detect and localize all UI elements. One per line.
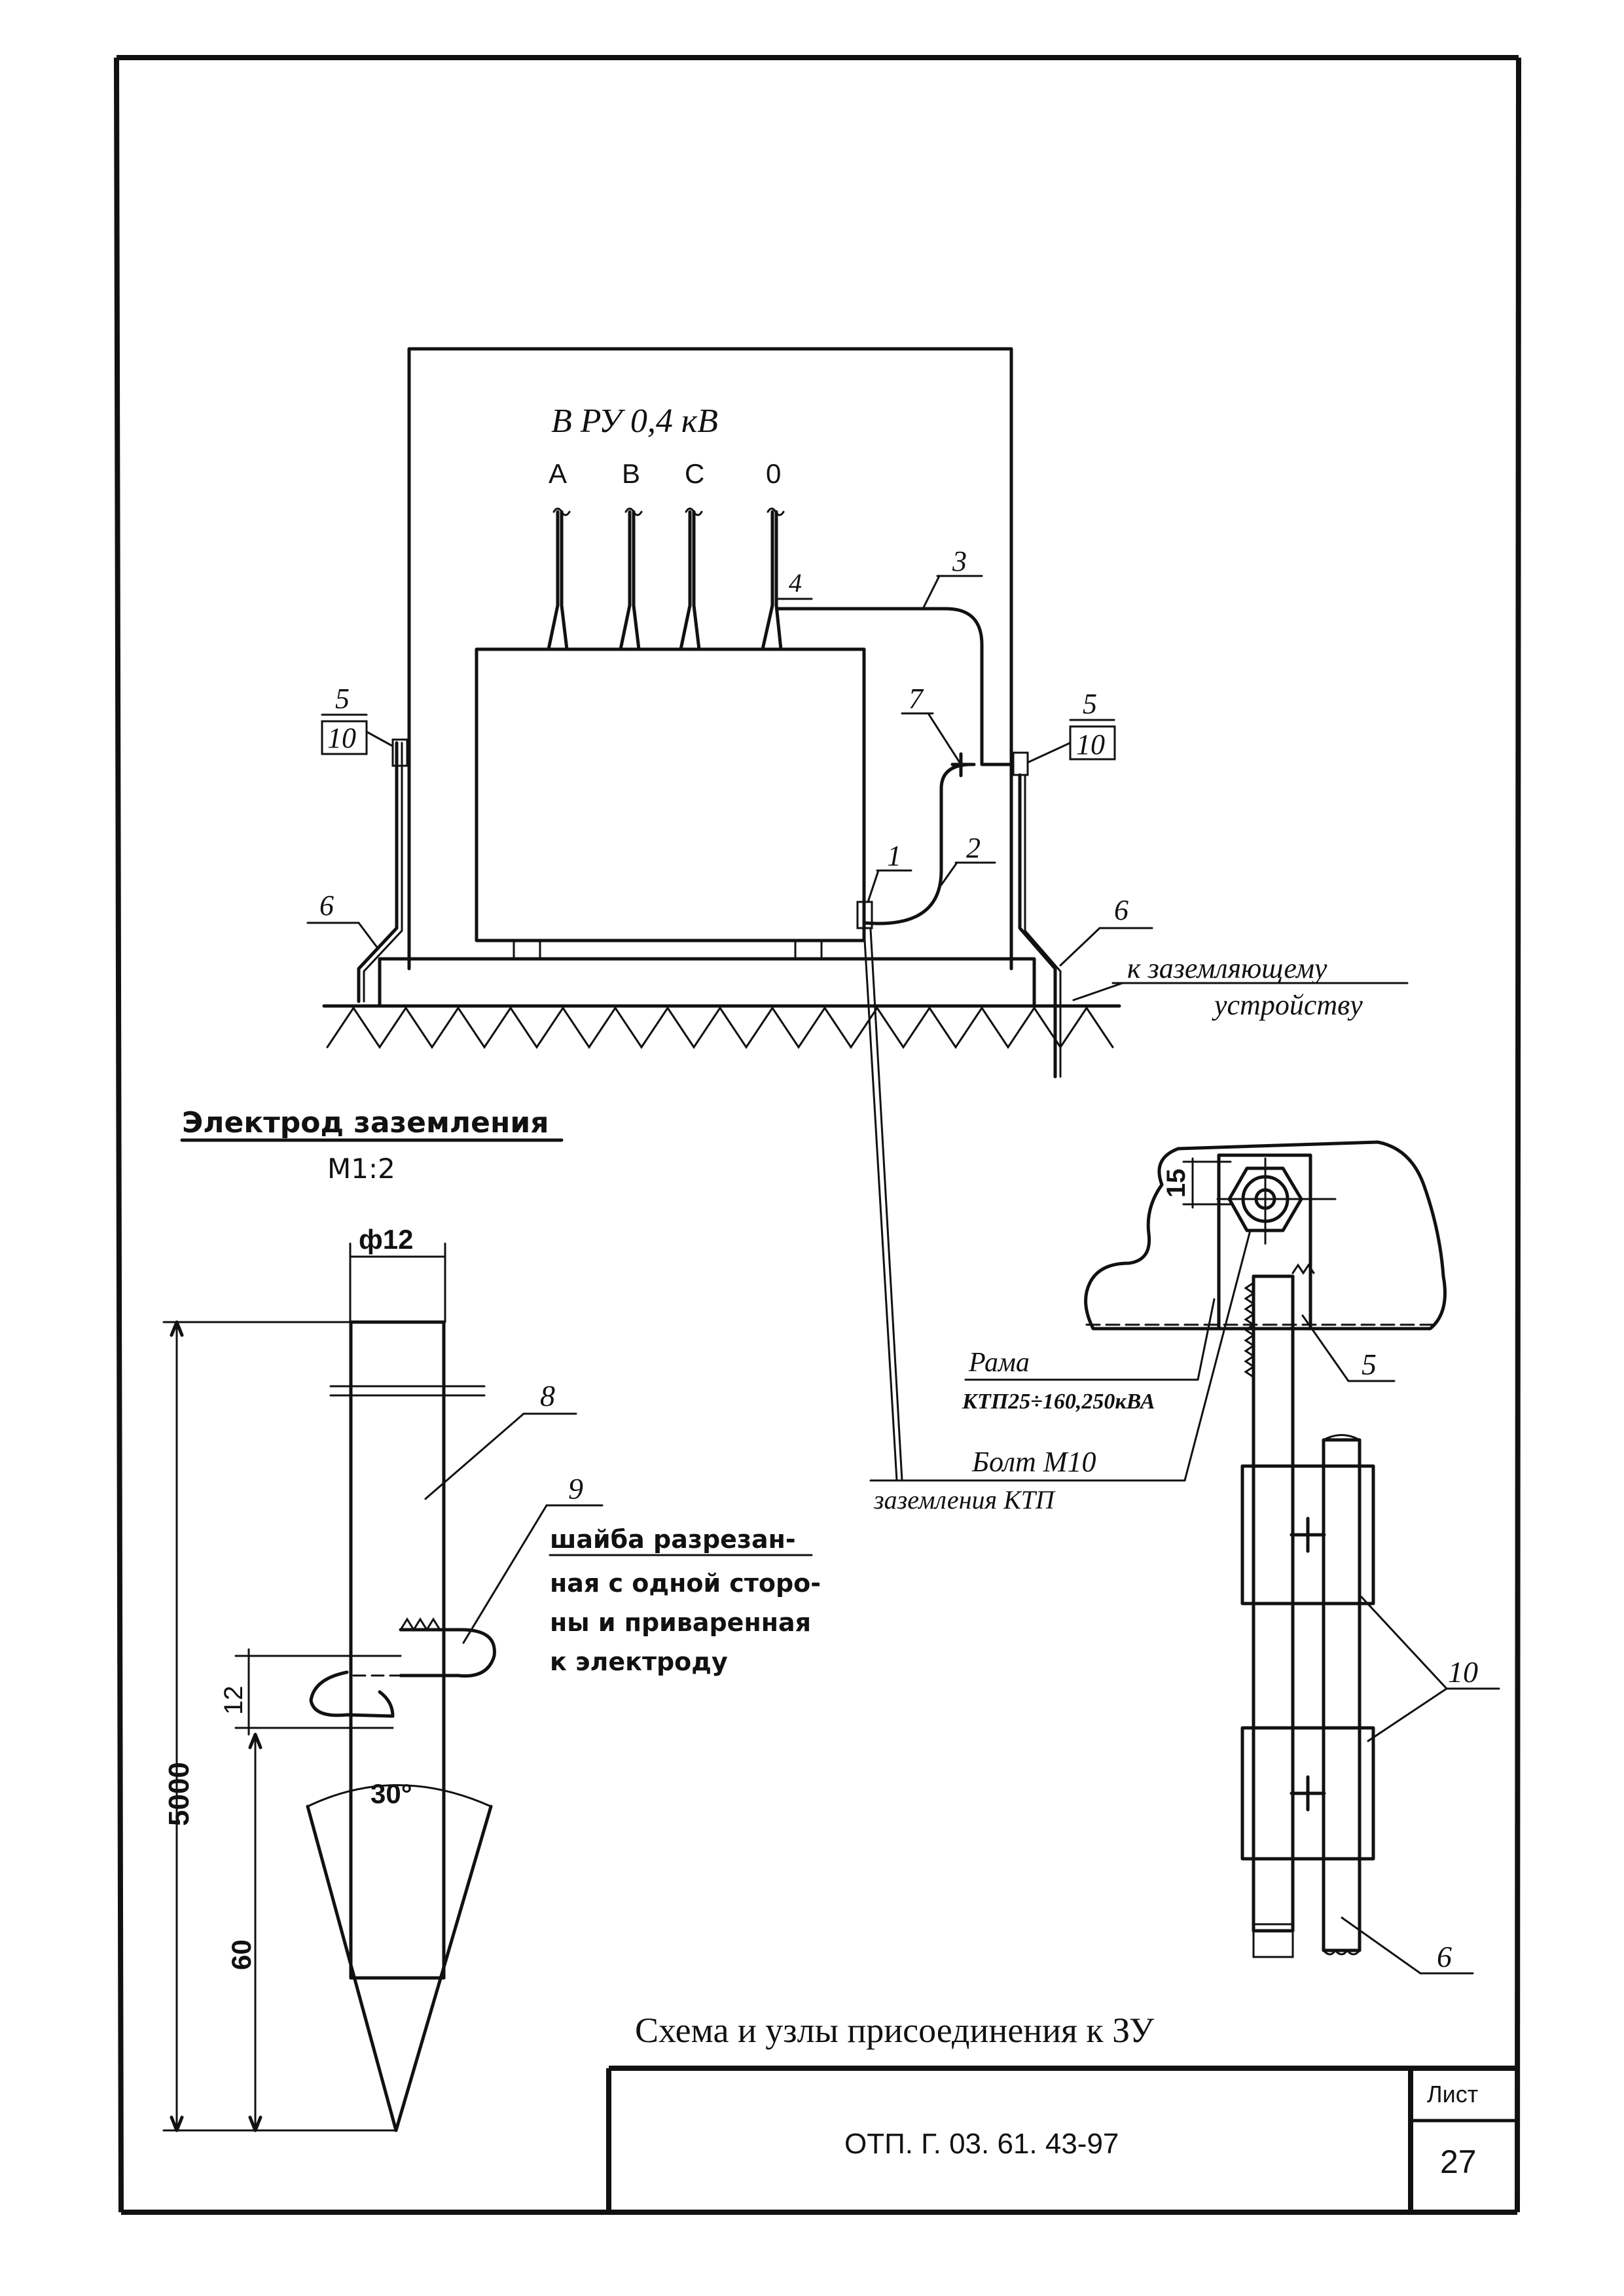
washer xyxy=(399,1628,496,1678)
callout-9: 9 xyxy=(462,1472,604,1644)
svg-text:заземления КТП: заземления КТП xyxy=(873,1485,1056,1515)
bushings xyxy=(547,507,785,651)
electrode-tip xyxy=(306,1804,493,2132)
sheet-label: Лист xyxy=(1427,2081,1478,2108)
transformer-foot-left xyxy=(513,939,541,960)
ground-plate xyxy=(1217,1153,1312,1331)
transformer-foot-right xyxy=(794,939,823,960)
washer-note: шайба разрезан- ная с одной сторо- ны и … xyxy=(549,1525,821,1676)
clamp-left xyxy=(391,738,408,767)
doc-code: ОТП. Г. 03. 61. 43-97 xyxy=(844,2128,1119,2160)
callout-3: 3 xyxy=(922,545,983,610)
callout-5-10-right: 5 10 xyxy=(1026,688,1116,764)
sheet-frame xyxy=(114,55,1521,2215)
svg-text:к электроду: к электроду xyxy=(550,1647,728,1676)
grounding-conductor-2 xyxy=(862,762,971,925)
ground-strip-left xyxy=(357,741,399,1003)
title-block: ОТП. Г. 03. 61. 43-97 Лист 27 xyxy=(606,2066,1519,2212)
detail-callout-10: 10 xyxy=(1360,1596,1500,1742)
phase-label-a: А xyxy=(549,458,567,489)
svg-text:шайба разрезан-: шайба разрезан- xyxy=(550,1525,796,1554)
electrode-scale: М1:2 xyxy=(327,1153,395,1185)
drawing-caption: Схема и узлы присоединения к ЗУ xyxy=(635,2011,1155,2050)
svg-text:8: 8 xyxy=(540,1379,555,1412)
electrode-drawing: Электрод заземления М1:2 ф12 30° 5000 xyxy=(162,1106,821,2132)
clamp-right xyxy=(1012,751,1029,776)
svg-text:КТП25÷160,250кВА: КТП25÷160,250кВА xyxy=(962,1390,1155,1414)
frame-label: Рама КТП25÷160,250кВА xyxy=(962,1298,1216,1414)
substation-diagram: В РУ 0,4 кВ А В С 0 1 xyxy=(306,347,1409,1079)
neutral-conductor xyxy=(776,607,1013,766)
svg-text:Болт М10: Болт М10 xyxy=(971,1446,1096,1478)
callout-4: 4 xyxy=(774,568,813,600)
svg-text:к заземляющему: к заземляющему xyxy=(1127,952,1327,984)
callout-7: 7 xyxy=(901,683,962,766)
substation-base xyxy=(378,957,1036,1008)
callout-8: 8 xyxy=(424,1379,577,1500)
transformer-tank xyxy=(475,647,866,942)
svg-text:7: 7 xyxy=(909,683,924,715)
svg-text:6: 6 xyxy=(1437,1940,1452,1973)
dim-washer-label: 12 xyxy=(219,1686,248,1715)
electrode-title: Электрод заземления xyxy=(182,1106,549,1139)
svg-text:ная с одной сторо-: ная с одной сторо- xyxy=(550,1569,821,1598)
bolt-label: Болт М10 заземления КТП xyxy=(869,1229,1252,1515)
to-ground-label: к заземляющему устройству xyxy=(1072,952,1409,1021)
dim-15-label: 15 xyxy=(1162,1169,1191,1198)
diameter-label: ф12 xyxy=(359,1224,413,1255)
callout-1: 1 xyxy=(867,840,912,903)
frame-cutout xyxy=(1084,1140,1447,1331)
callout-2: 2 xyxy=(940,832,996,886)
detail-callout-6: 6 xyxy=(1341,1916,1474,1975)
svg-text:ны и приваренная: ны и приваренная xyxy=(550,1608,811,1637)
svg-text:1: 1 xyxy=(887,840,901,872)
svg-text:Рама: Рама xyxy=(968,1348,1030,1378)
ground-strip-right xyxy=(1018,773,1057,1079)
angle-label: 30° xyxy=(370,1778,412,1809)
connection-detail: 15 5 10 6 xyxy=(863,928,1500,1975)
clamp-upper xyxy=(1240,1464,1375,1605)
sheet-number: 27 xyxy=(1440,2144,1477,2180)
callout-6-right: 6 xyxy=(1059,894,1153,967)
svg-text:5: 5 xyxy=(1362,1348,1377,1381)
svg-text:4: 4 xyxy=(789,568,802,598)
svg-text:2: 2 xyxy=(966,832,981,864)
svg-text:10: 10 xyxy=(1448,1655,1478,1689)
svg-text:10: 10 xyxy=(1076,728,1105,761)
bolt-1 xyxy=(856,901,873,929)
bolt-leader xyxy=(863,928,898,1482)
svg-text:6: 6 xyxy=(1114,894,1128,926)
dim-total-label: 5000 xyxy=(163,1762,195,1826)
callout-6-left: 6 xyxy=(306,889,380,950)
svg-text:5: 5 xyxy=(335,683,350,715)
phase-label-c: С xyxy=(685,458,704,489)
substation-housing xyxy=(407,347,1013,971)
svg-text:устройству: устройству xyxy=(1212,989,1363,1021)
svg-text:9: 9 xyxy=(568,1472,583,1505)
svg-text:3: 3 xyxy=(952,545,967,577)
svg-text:5: 5 xyxy=(1083,688,1097,720)
header-label: В РУ 0,4 кВ xyxy=(551,403,718,440)
callout-5-10-left: 5 10 xyxy=(321,683,394,755)
ground-hatching xyxy=(326,1006,1114,1049)
dim-tip-label: 60 xyxy=(226,1939,257,1970)
svg-text:6: 6 xyxy=(319,889,334,922)
clamp-lower xyxy=(1240,1726,1375,1861)
detail-callout-5: 5 xyxy=(1301,1314,1396,1382)
ground-conductor-6 xyxy=(1322,1438,1362,1952)
phase-label-0: 0 xyxy=(766,458,781,489)
phase-label-b: В xyxy=(622,458,640,489)
svg-text:10: 10 xyxy=(327,722,356,754)
